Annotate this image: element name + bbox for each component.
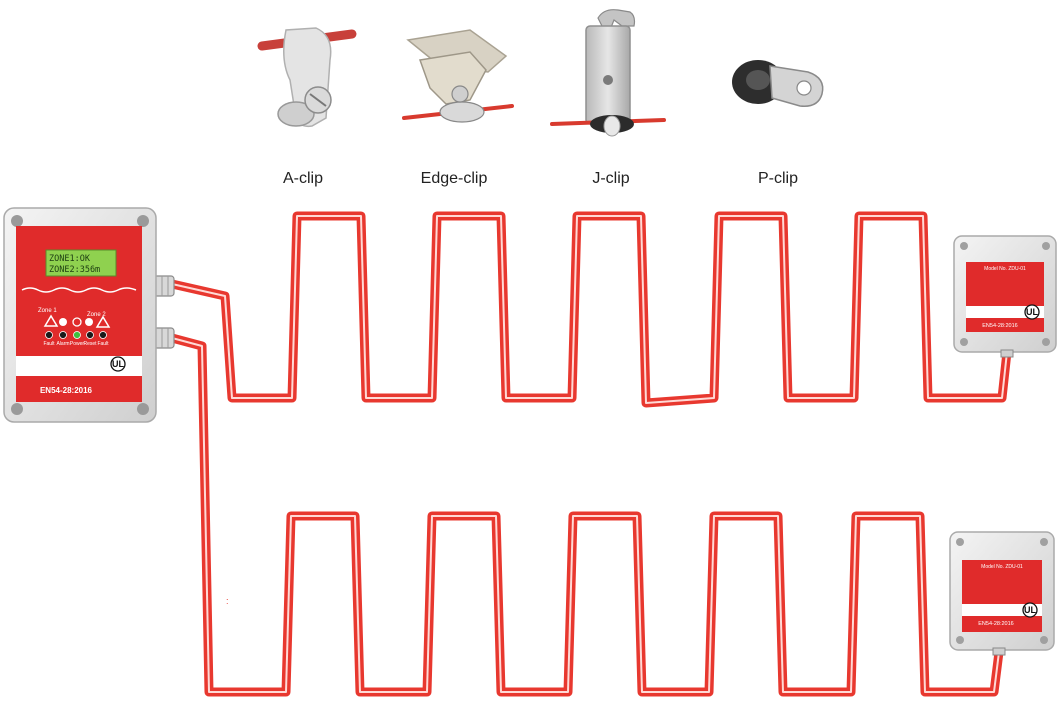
indicator-label: Fault bbox=[43, 341, 55, 347]
reset-button[interactable] bbox=[87, 332, 94, 339]
lcd-line-1: ZONE1:OK bbox=[49, 254, 91, 264]
indicator-label: Power bbox=[70, 341, 85, 347]
end-of-line-box-1: Model No. ZDU-01 UL EN54-28:2016 bbox=[954, 236, 1056, 357]
end-box-standard: EN54-28:2016 bbox=[982, 323, 1017, 329]
power-led bbox=[74, 332, 81, 339]
clip-j: J-clip bbox=[552, 10, 664, 187]
end-box-title: Model No. ZDU-01 bbox=[981, 564, 1023, 570]
flame-icon bbox=[85, 318, 93, 326]
clip-label: J-clip bbox=[592, 170, 629, 187]
indicator-label: Alarm bbox=[56, 341, 69, 347]
controller-standard: EN54-28:2016 bbox=[40, 386, 93, 395]
indicator-label: Fault bbox=[97, 341, 109, 347]
end-of-line-box-2: Model No. ZDU-01 UL EN54-28:2016 bbox=[950, 532, 1054, 655]
stray-mark: : bbox=[226, 596, 229, 606]
clip-label: P-clip bbox=[758, 170, 798, 187]
ul-logo-text: UL bbox=[112, 359, 124, 369]
controller-unit: ZONE1:OK ZONE2:356m Zone 1 Zone 2 Fault … bbox=[4, 208, 156, 422]
p-clip-icon bbox=[732, 60, 823, 106]
ul-logo-text: UL bbox=[1026, 307, 1038, 317]
alarm-led-zone1 bbox=[60, 332, 67, 339]
clip-a: A-clip bbox=[262, 28, 352, 187]
clip-label: Edge-clip bbox=[421, 170, 488, 187]
end-box-standard: EN54-28:2016 bbox=[978, 621, 1013, 627]
indicator-label: Reset bbox=[83, 341, 97, 347]
clip-p: P-clip bbox=[732, 60, 823, 187]
clip-label: A-clip bbox=[283, 170, 323, 187]
a-clip-icon bbox=[262, 28, 352, 126]
zone1-label: Zone 1 bbox=[38, 308, 57, 314]
end-box-title: Model No. ZDU-01 bbox=[984, 266, 1026, 272]
edge-clip-icon bbox=[404, 30, 512, 122]
sensor-cable-zone1 bbox=[172, 216, 1007, 403]
ul-logo-text: UL bbox=[1024, 605, 1036, 615]
clip-edge: Edge-clip bbox=[404, 30, 512, 187]
fault-led-zone1 bbox=[46, 332, 53, 339]
flame-icon bbox=[59, 318, 67, 326]
lcd-line-2: ZONE2:356m bbox=[49, 265, 100, 275]
j-clip-icon bbox=[552, 10, 664, 136]
cable-gland bbox=[993, 648, 1005, 655]
end-box-panel bbox=[966, 262, 1044, 332]
cable-gland bbox=[1001, 350, 1013, 357]
fault-led-zone2 bbox=[100, 332, 107, 339]
